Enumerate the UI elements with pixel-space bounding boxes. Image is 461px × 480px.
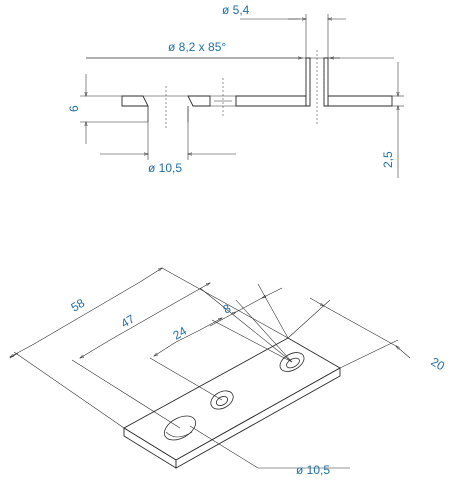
label-thickness: 6: [67, 105, 81, 112]
dim-big-hole: ø 10,5: [189, 425, 350, 477]
label-hole-spacing-outer: 47: [119, 312, 138, 331]
label-countersink: ø 8,2 x 85°: [168, 40, 226, 54]
label-thread-diameter: ø 5,4: [222, 3, 250, 17]
dim-width: 20: [287, 297, 448, 373]
dim-hole-spacing-inner: 24: [149, 318, 293, 401]
label-bore: ø 10,5: [148, 161, 182, 175]
section-view: ø 5,4 ø 8,2 x 85° 6 2,5: [67, 3, 404, 178]
plate-top-face: [123, 337, 341, 461]
isometric-view: 58 47 24 8: [10, 268, 447, 477]
dim-thickness: 6: [67, 74, 148, 144]
hole-countersunk: [210, 390, 234, 410]
dim-bore: ø 10,5: [100, 122, 236, 175]
label-hole-spacing-inner: 24: [171, 324, 190, 343]
label-width: 20: [429, 354, 448, 373]
label-big-hole: ø 10,5: [296, 463, 330, 477]
dim-step: 2,5: [381, 62, 404, 178]
label-length: 58: [69, 296, 88, 315]
dim-thread-diameter: ø 5,4: [222, 3, 346, 58]
plate-section: [121, 57, 393, 122]
hole-threaded: [279, 352, 305, 372]
label-step: 2,5: [381, 151, 395, 168]
dim-hole-spacing-outer: 47: [71, 283, 293, 429]
dim-length: 58: [10, 268, 289, 429]
hole-large: [163, 415, 197, 441]
dim-countersink: ø 8,2 x 85°: [86, 40, 394, 58]
